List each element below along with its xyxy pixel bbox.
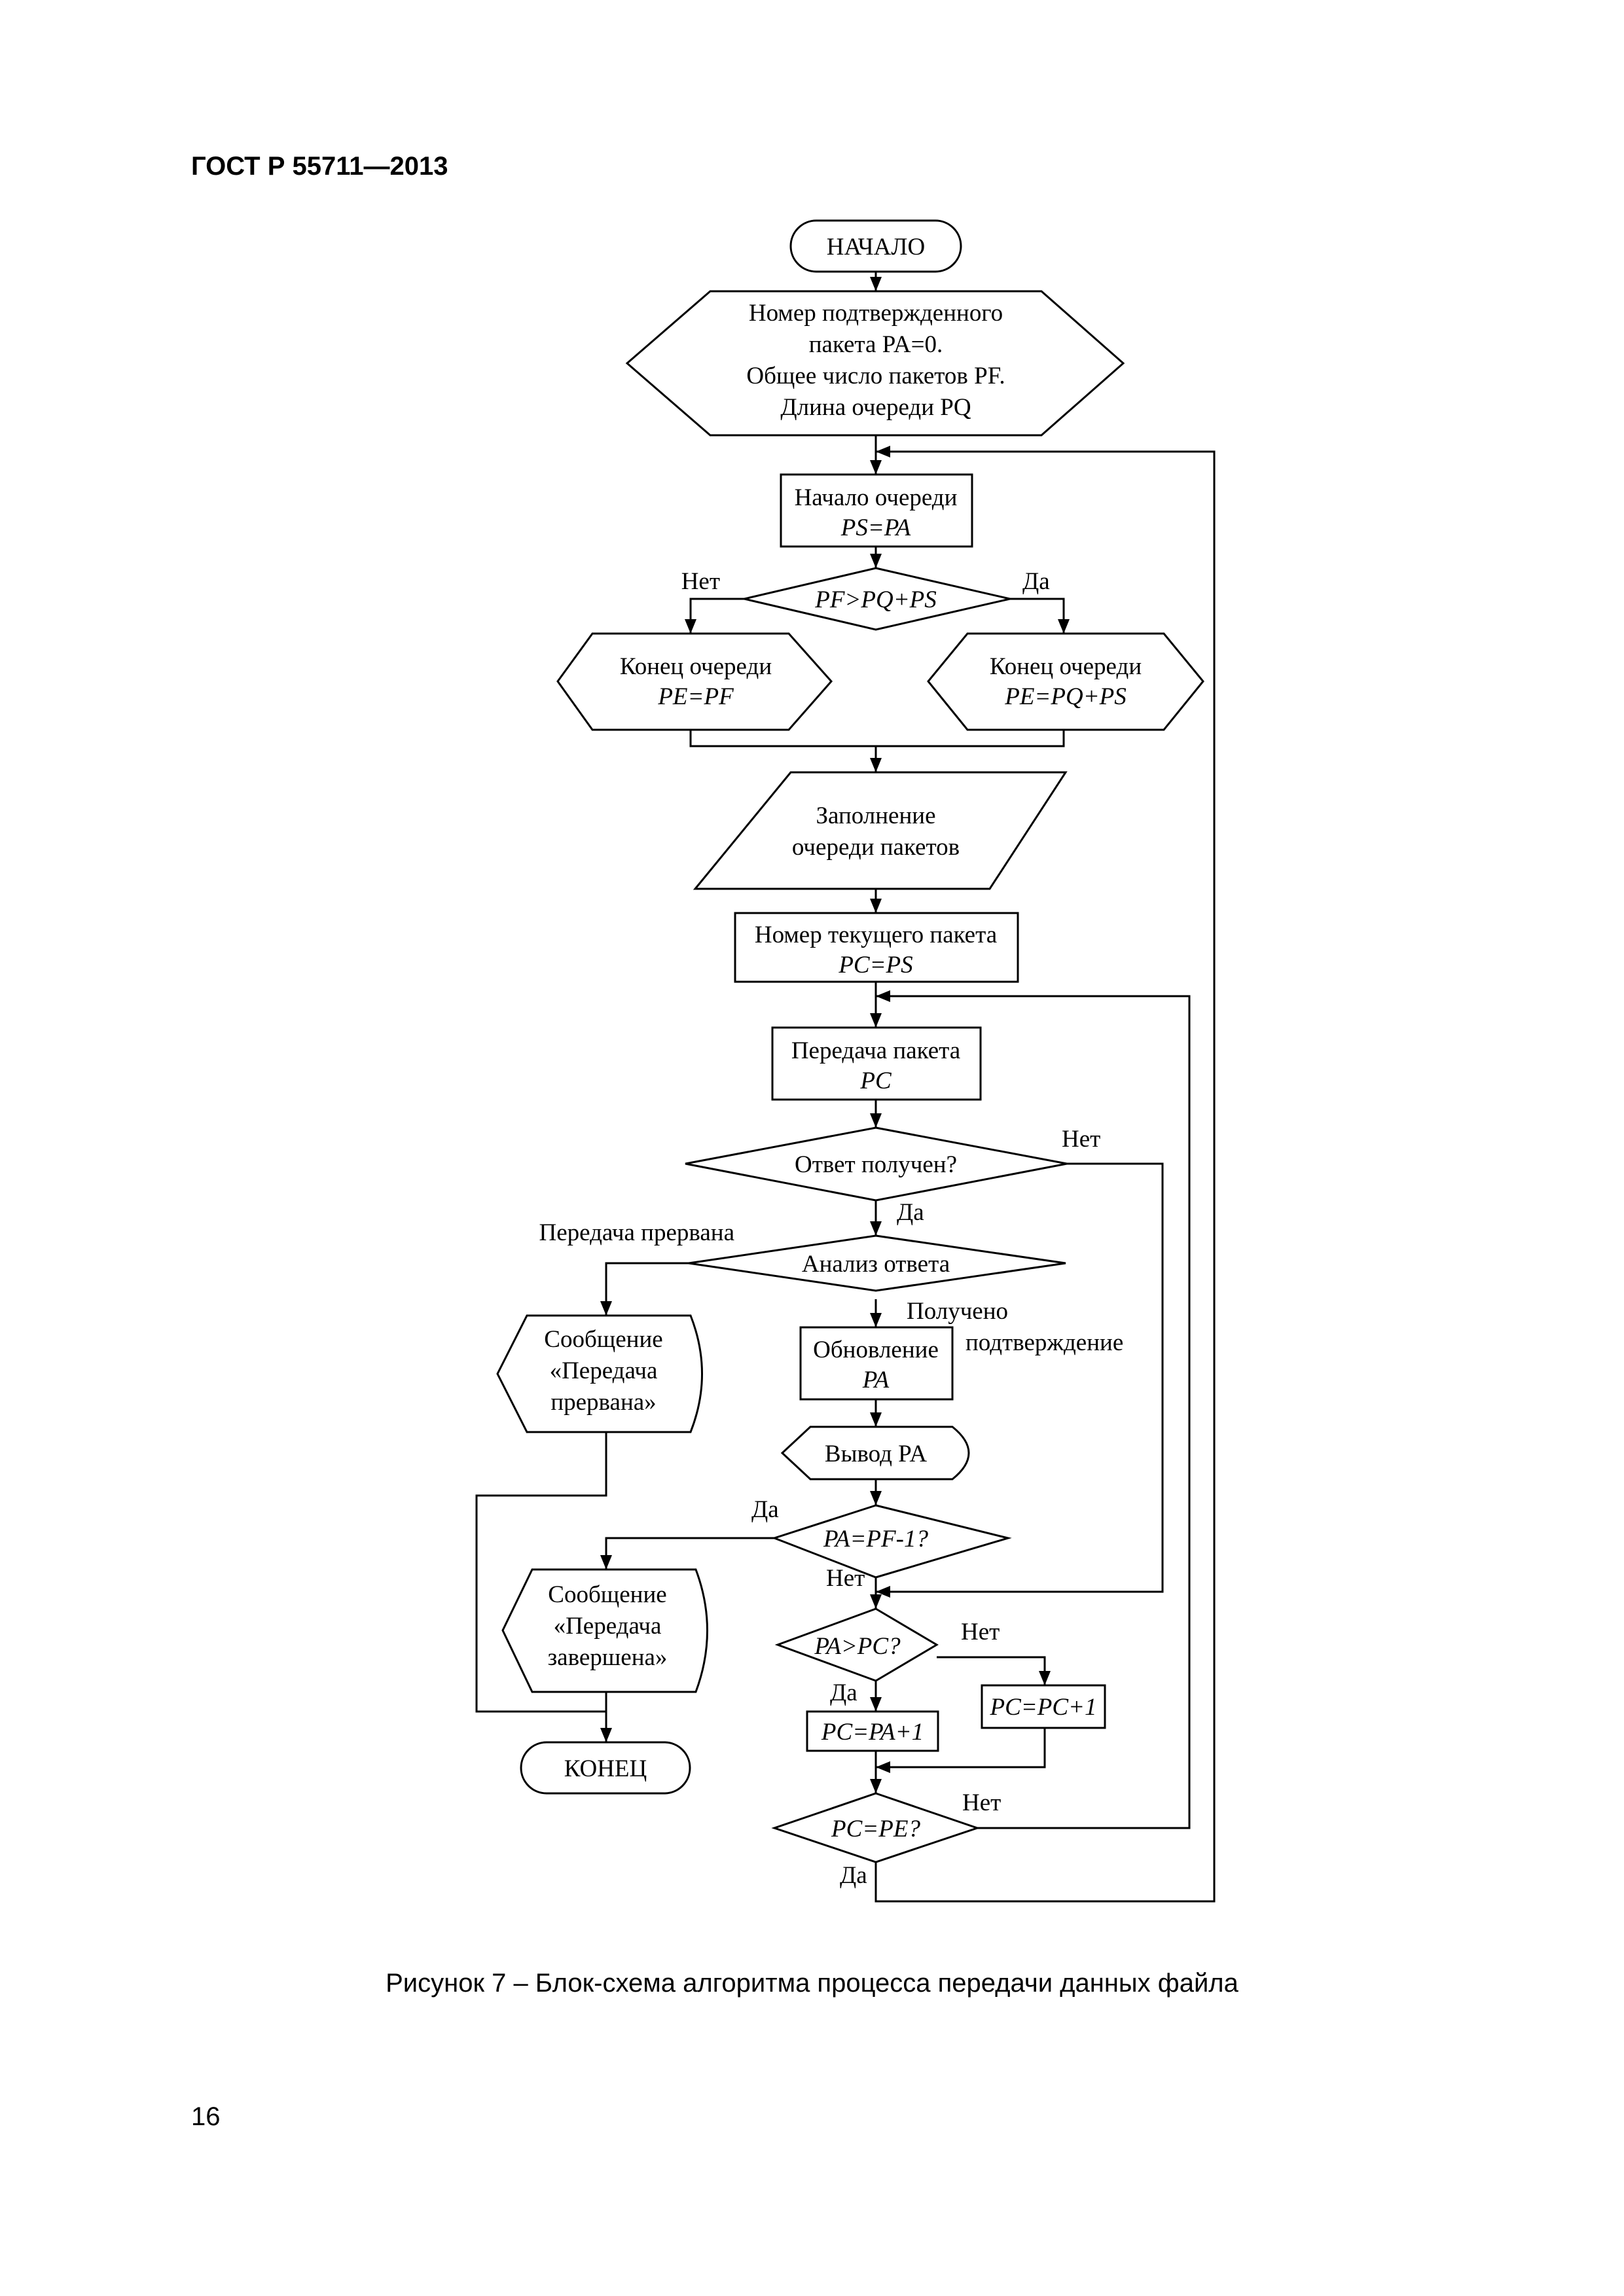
pc-pe-condition-label: PC=PE? [831,1816,920,1842]
pa-pc-condition-no: Нет [961,1619,1000,1645]
output-pa-label: Вывод PA [825,1441,927,1467]
send-packet-line-2: PC [859,1067,892,1094]
queue-start-line-2: PS=PA [840,514,911,541]
current-packet-line-2: PC=PS [838,952,912,978]
queue-end-yes-line-1: Конец очереди [990,653,1142,680]
message-interrupted-line-1: Сообщение [544,1326,662,1353]
answer-condition-no: Нет [1062,1126,1100,1153]
last-packet-condition-yes: Да [751,1496,779,1523]
pa-pc-condition-yes: Да [830,1679,857,1706]
message-interrupted-line-3: прервана» [550,1389,656,1416]
page-number: 16 [191,2102,221,2131]
analysis-interrupted-label: Передача прервана [539,1219,734,1246]
init-line-2: пакета PA=0. [809,331,943,358]
queue-start-line-1: Начало очереди [795,484,958,511]
fill-queue-line-1: Заполнение [816,802,936,829]
queue-condition-yes: Да [1022,568,1050,595]
pa-pc-condition-label: PA>PC? [814,1633,901,1660]
pa-pc-condition: PA>PC? Нет Да [774,1607,1000,1706]
queue-condition-no: Нет [681,568,720,595]
analysis-confirmation-line-1: Получено [907,1298,1008,1325]
start-label: НАЧАЛО [827,234,925,260]
message-interrupted-block: Сообщение «Передача прервана» [496,1314,703,1433]
queue-end-yes-block: Конец очереди PE=PQ+PS [927,632,1204,731]
fill-queue-line-2: очереди пакетов [792,834,960,861]
message-done-line-1: Сообщение [548,1581,666,1608]
send-packet-line-1: Передача пакета [791,1037,960,1064]
analysis-confirmation-line-2: подтверждение [965,1329,1123,1356]
message-done-block: Сообщение «Передача завершена» [501,1568,708,1693]
flow-arrowheads [600,277,1070,1793]
queue-start-block: Начало очереди PS=PA [780,473,973,548]
last-packet-condition-label: PA=PF-1? [823,1526,928,1552]
current-packet-block: Номер текущего пакета PC=PS [734,912,1019,983]
output-pa-block: Вывод PA [780,1426,970,1480]
init-line-4: Длина очереди PQ [780,394,971,421]
analysis-condition: Анализ ответа Передача прервана Получено… [539,1219,1124,1356]
queue-end-no-line-2: PE=PF [657,683,734,710]
update-pa-block: Обновление PA [799,1326,954,1401]
analysis-label: Анализ ответа [802,1251,950,1278]
update-pa-line-1: Обновление [813,1336,939,1363]
queue-end-yes-line-2: PE=PQ+PS [1004,683,1127,710]
queue-end-no-line-1: Конец очереди [620,653,772,680]
queue-condition-label: PF>PQ+PS [814,586,937,613]
current-packet-line-1: Номер текущего пакета [755,922,997,948]
document-header: ГОСТ Р 55711—2013 [191,152,448,181]
pc-pe-condition-yes: Да [840,1862,867,1889]
end-terminator: КОНЕЦ [520,1741,691,1795]
message-interrupted-line-2: «Передача [550,1357,658,1384]
queue-condition: PF>PQ+PS Нет Да [681,567,1050,631]
end-label: КОНЕЦ [564,1755,647,1782]
pc-increment-label: PC=PC+1 [990,1694,1097,1721]
last-packet-condition: PA=PF-1? Да Нет [751,1496,1012,1592]
init-block: Номер подтвержденного пакета PA=0. Общее… [625,290,1125,437]
init-line-3: Общее число пакетов PF. [746,363,1005,389]
answer-condition: Ответ получен? Нет Да [685,1126,1100,1226]
queue-end-no-block: Конец очереди PE=PF [556,632,833,731]
send-packet-block: Передача пакета PC [771,1026,982,1101]
answer-condition-yes: Да [897,1199,924,1226]
message-done-line-3: завершена» [548,1644,668,1671]
update-pa-line-2: PA [862,1367,890,1393]
pc-pa-block: PC=PA+1 [806,1710,939,1752]
pc-pa-label: PC=PA+1 [821,1719,924,1746]
init-line-1: Номер подтвержденного [749,300,1003,327]
pc-increment-block: PC=PC+1 [981,1684,1106,1729]
pc-pe-condition: PC=PE? Нет Да [771,1789,1001,1889]
fill-queue-block: Заполнение очереди пакетов [693,771,1068,890]
start-terminator: НАЧАЛО [789,219,962,273]
message-done-line-2: «Передача [554,1613,662,1640]
figure-caption: Рисунок 7 – Блок-схема алгоритма процесс… [386,1969,1238,1998]
pc-pe-condition-no: Нет [962,1789,1001,1816]
answer-condition-label: Ответ получен? [795,1151,957,1178]
last-packet-condition-no: Нет [826,1565,865,1592]
